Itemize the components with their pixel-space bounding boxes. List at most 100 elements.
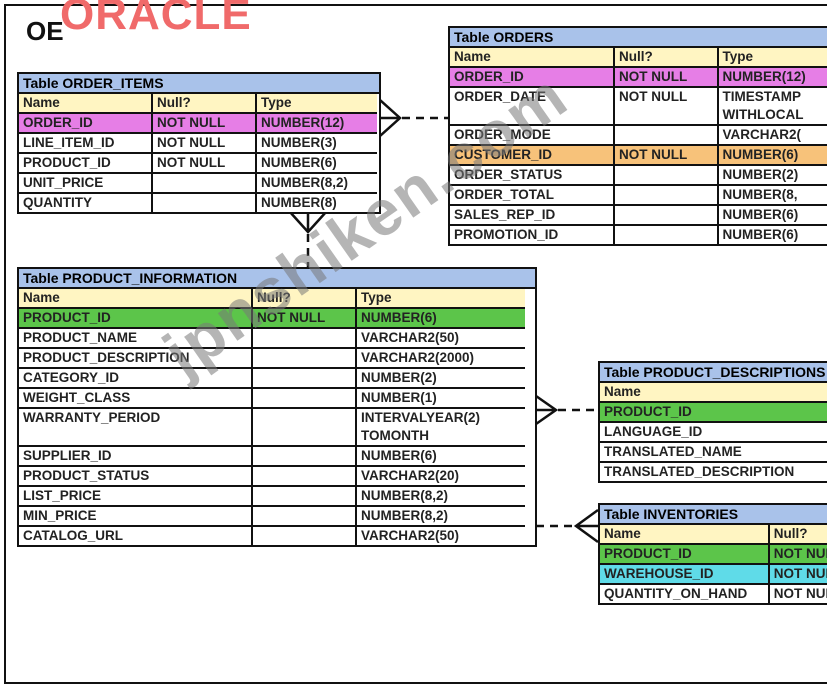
column-type: NUMBER(12) bbox=[256, 113, 377, 133]
column-name: PROMOTION_ID bbox=[450, 224, 616, 244]
table-row: UNIT_PRICE NUMBER(8,2) bbox=[19, 172, 377, 193]
column-name: PRODUCT_ID bbox=[600, 544, 770, 564]
order-items-orders-crowsfoot bbox=[379, 99, 402, 137]
column-type: NUMBER(6) bbox=[356, 445, 525, 466]
column-null bbox=[152, 172, 257, 193]
column-null bbox=[614, 204, 719, 225]
column-type: NUMBER(8,2) bbox=[256, 172, 377, 193]
column-type: WITHLOCAL bbox=[722, 107, 804, 122]
column-name: WARRANTY_PERIOD bbox=[19, 407, 253, 427]
header-type: Type bbox=[256, 94, 377, 114]
column-name: MIN_PRICE bbox=[19, 505, 253, 526]
column-type: NUMBER(12) bbox=[717, 67, 827, 87]
column-null: NOT NULL bbox=[614, 67, 719, 87]
column-name: PRODUCT_ID bbox=[19, 152, 153, 173]
column-type: VARCHAR2(2000) bbox=[356, 347, 525, 368]
column-name: PRODUCT_ID bbox=[600, 402, 827, 422]
column-null: NOT NULL bbox=[152, 152, 257, 173]
column-null bbox=[614, 106, 719, 125]
header-null: Null? bbox=[614, 48, 719, 68]
table-title: Table PRODUCT_DESCRIPTIONS bbox=[600, 363, 827, 383]
column-null bbox=[614, 164, 719, 185]
column-name: PRODUCT_ID bbox=[19, 308, 253, 328]
table-title: Table INVENTORIES bbox=[600, 505, 827, 525]
column-null bbox=[152, 192, 257, 212]
column-null bbox=[252, 445, 357, 466]
column-name: CATALOG_URL bbox=[19, 525, 253, 545]
column-name: UNIT_PRICE bbox=[19, 172, 153, 193]
column-name: PRODUCT_NAME bbox=[19, 327, 253, 348]
column-null bbox=[614, 184, 719, 205]
column-null: NOT NULL bbox=[152, 132, 257, 153]
column-name: ORDER_ID bbox=[450, 67, 616, 87]
column-name: ORDER_TOTAL bbox=[450, 184, 616, 205]
column-null bbox=[252, 465, 357, 486]
table-row: SALES_REP_ID NUMBER(6) bbox=[450, 204, 827, 225]
column-type: NUMBER(2) bbox=[356, 367, 525, 388]
table-row: ORDER_STATUS NUMBER(2) bbox=[450, 164, 827, 185]
header-type: Type bbox=[717, 48, 827, 68]
column-name: ORDER_STATUS bbox=[450, 164, 616, 185]
table-row: CATEGORY_ID NUMBER(2) bbox=[19, 367, 525, 388]
column-name: LINE_ITEM_ID bbox=[19, 132, 153, 153]
column-type: NUMBER(1) bbox=[356, 387, 525, 408]
column-name: PRODUCT_DESCRIPTION bbox=[19, 347, 253, 368]
oracle-logo: ORACLE® bbox=[60, 0, 259, 39]
table-product-descriptions: Table PRODUCT_DESCRIPTIONS Name PRODUCT_… bbox=[598, 361, 827, 483]
column-type: VARCHAR2( bbox=[717, 124, 827, 145]
table-row: WITHLOCAL bbox=[450, 106, 827, 125]
column-name: CATEGORY_ID bbox=[19, 367, 253, 388]
column-name: CUSTOMER_ID bbox=[450, 144, 616, 165]
table-row: PRODUCT_DESCRIPTION VARCHAR2(2000) bbox=[19, 347, 525, 368]
column-type: NUMBER(2) bbox=[717, 164, 827, 185]
columns-grid: Name PRODUCT_ID LANGUAGE_ID TRANSLATED_N… bbox=[600, 383, 827, 481]
column-type: NUMBER(6) bbox=[717, 224, 827, 244]
column-type: NUMBER(8,2) bbox=[356, 505, 525, 526]
header-null: Null? bbox=[768, 525, 827, 545]
column-name: SUPPLIER_ID bbox=[19, 445, 253, 466]
schema-label: OE bbox=[26, 16, 64, 46]
column-type: TIMESTAMP bbox=[717, 86, 827, 106]
column-null bbox=[252, 427, 357, 446]
table-row: PROMOTION_ID NUMBER(6) bbox=[450, 224, 827, 244]
table-title: Table ORDER_ITEMS bbox=[19, 74, 379, 94]
column-null: NOT NULL bbox=[252, 308, 357, 328]
column-name: TRANSLATED_DESCRIPTION bbox=[600, 461, 827, 481]
table-row: TRANSLATED_NAME bbox=[600, 441, 827, 462]
column-type: NUMBER(3) bbox=[256, 132, 377, 153]
header-name: Name bbox=[600, 383, 827, 403]
column-null bbox=[252, 387, 357, 408]
column-name bbox=[19, 427, 253, 446]
column-name: QUANTITY bbox=[19, 192, 153, 212]
column-null bbox=[252, 485, 357, 506]
column-null: NOT NULL bbox=[614, 86, 719, 106]
column-type: VARCHAR2(20) bbox=[356, 465, 525, 486]
header-null: Null? bbox=[252, 289, 357, 309]
column-null: NOT NULL bbox=[768, 544, 827, 564]
column-null bbox=[252, 525, 357, 545]
column-name: SALES_REP_ID bbox=[450, 204, 616, 225]
header-null: Null? bbox=[152, 94, 257, 114]
product-descriptions-crowsfoot bbox=[535, 394, 559, 426]
header-name: Name bbox=[600, 525, 770, 545]
column-type: NUMBER(6) bbox=[717, 204, 827, 225]
column-null: NOT NULL bbox=[614, 144, 719, 165]
